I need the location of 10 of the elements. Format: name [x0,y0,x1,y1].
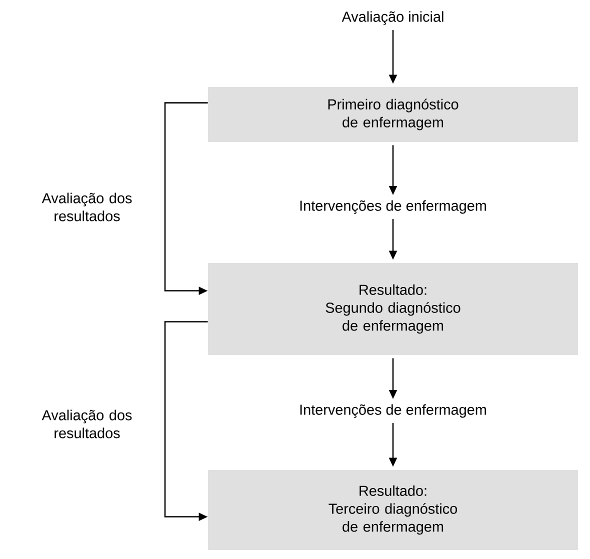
process-box: Resultado: Segundo diagnóstico de enfermagem [208,262,578,355]
flow-text: Avaliação inicial [342,11,444,25]
elbow-arrow [164,321,208,521]
flow-text: Intervenções de enfermagem [300,200,486,214]
elbow-arrow [164,102,208,295]
edge-label: Avaliação dos resultados [42,192,132,222]
flow-text: Intervenções de enfermagem [300,404,486,418]
process-box: Resultado: Terceiro diagnóstico de enfermagem [208,470,578,550]
process-box: Primeiro diagnóstico de enfermagem [208,86,578,142]
edge-label: Avaliação dos resultados [42,410,132,438]
